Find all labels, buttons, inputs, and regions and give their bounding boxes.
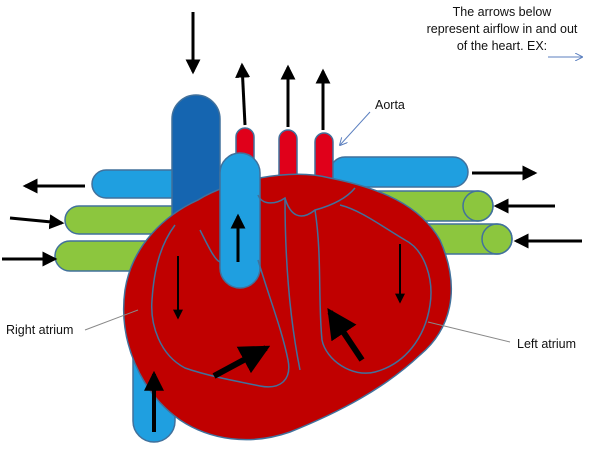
chamber-outlines xyxy=(151,187,432,388)
arrow-left-in-1 xyxy=(9,214,65,230)
aorta-pointer xyxy=(340,111,371,145)
arrow-out-1 xyxy=(235,62,251,126)
light-blue-vessel-front xyxy=(219,152,261,289)
aorta-label: Aorta xyxy=(375,98,405,112)
right-atrium-label: Right atrium xyxy=(6,323,74,337)
heart-body xyxy=(123,173,453,441)
airflow-arrows xyxy=(2,12,582,432)
right-atrium-pointer xyxy=(84,309,139,331)
arrow-ventricle-left xyxy=(212,345,271,379)
arrow-ventricle-right xyxy=(327,308,365,362)
left-atrium-label: Left atrium xyxy=(517,337,577,351)
airflow-note: The arrows below represent airflow in an… xyxy=(426,5,578,53)
left-atrium-pointer xyxy=(427,321,511,343)
